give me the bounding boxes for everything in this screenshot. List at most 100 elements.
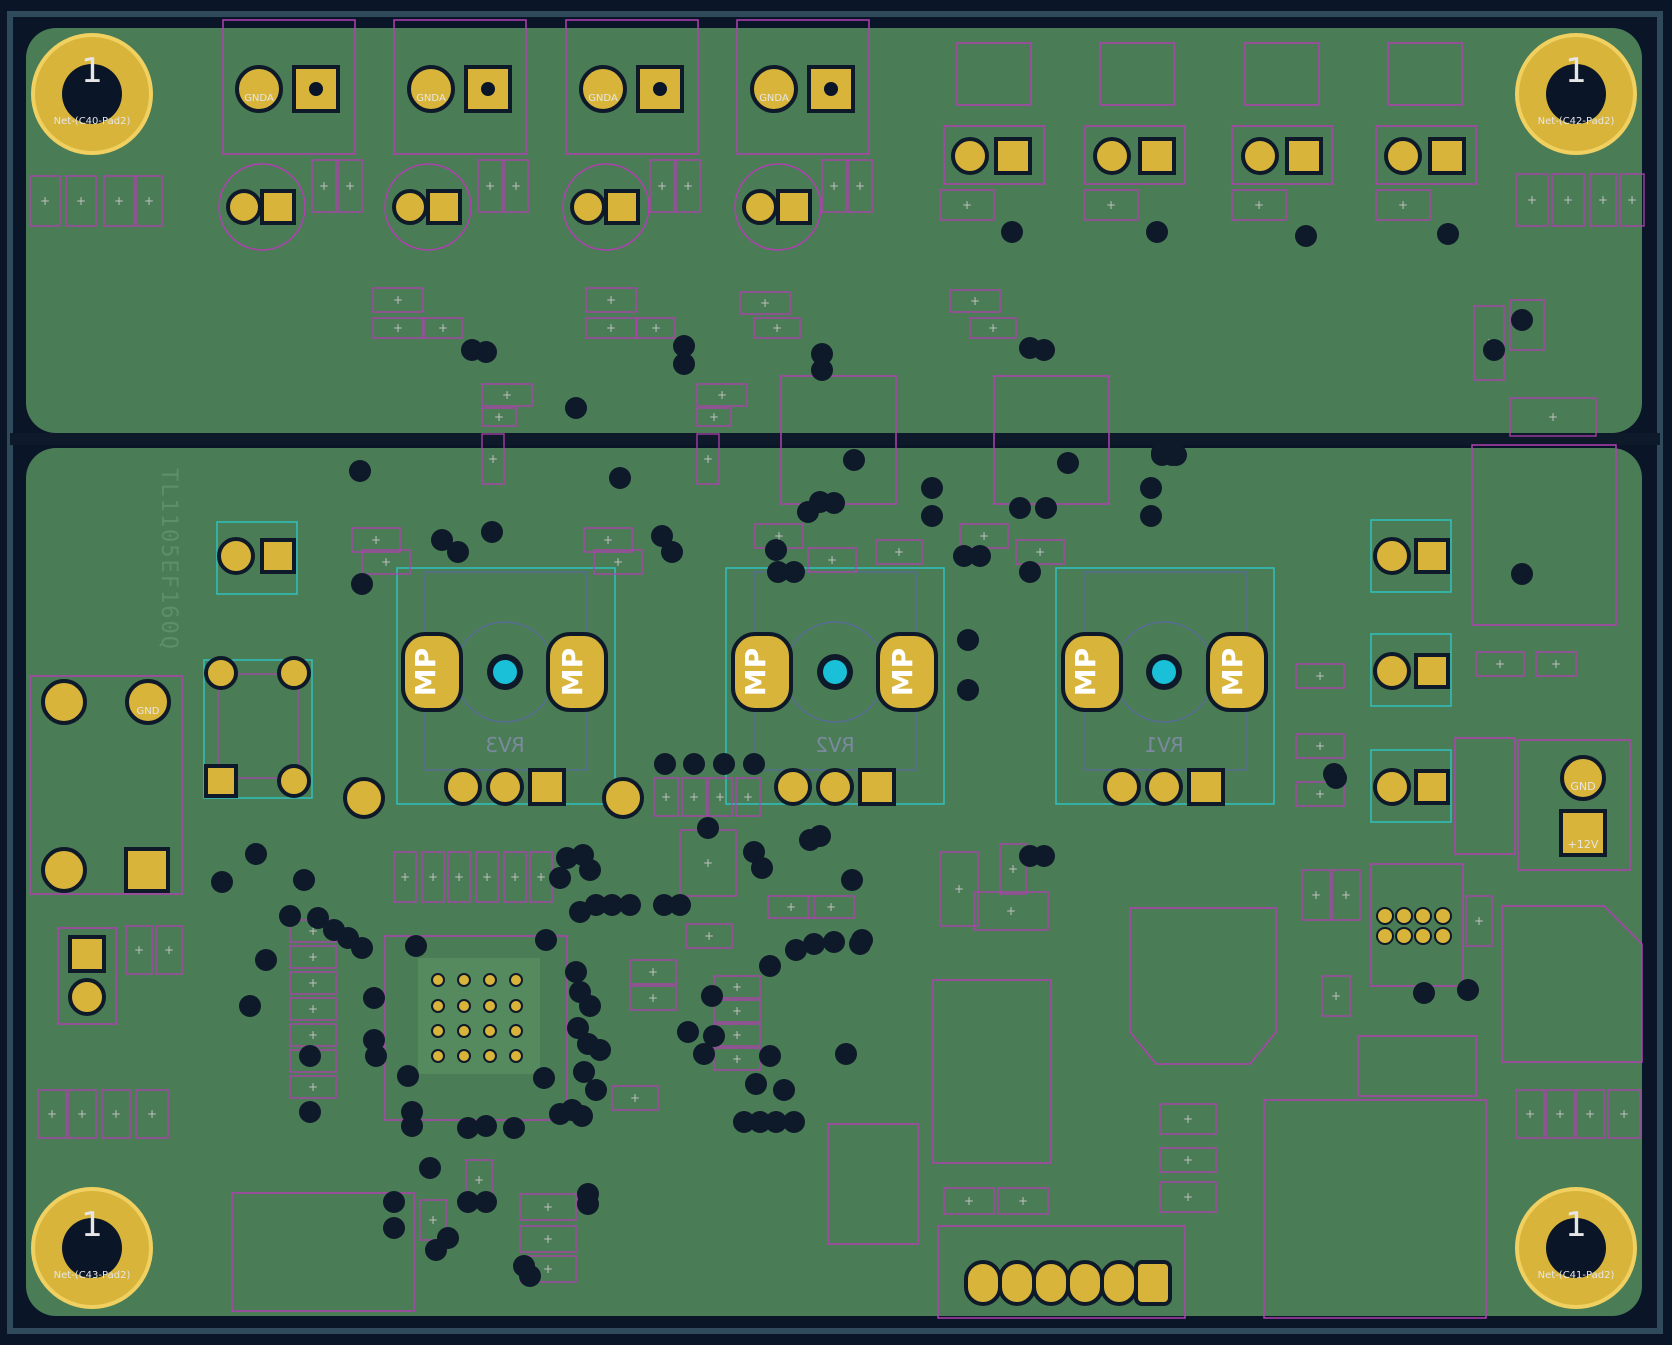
via [823, 931, 845, 953]
smd-center-mark: + [1106, 198, 1116, 212]
via [255, 949, 277, 971]
via [783, 1111, 805, 1133]
capacitor-radial-1[interactable] [218, 163, 306, 251]
smd-outline [696, 383, 748, 407]
connector-top-2[interactable]: GNDA [393, 19, 527, 155]
smd-center-mark: + [1525, 1107, 1535, 1121]
smd-outline [585, 287, 637, 313]
connector-right-2[interactable] [1370, 633, 1452, 707]
smd-outline [372, 287, 424, 313]
smd-center-mark: + [962, 198, 972, 212]
smd-outline [1159, 1181, 1217, 1213]
pin-header-bottom[interactable] [937, 1225, 1186, 1319]
ic-qfn[interactable] [384, 935, 568, 1121]
smd-center-mark: + [371, 533, 381, 547]
smd-outline [1015, 539, 1065, 565]
tactile-switch[interactable] [203, 656, 313, 799]
via [447, 541, 469, 563]
smd-center-mark: + [732, 1028, 742, 1042]
connector-top-3[interactable]: GNDA [565, 19, 699, 155]
footprint-large-1 [932, 979, 1052, 1164]
capacitor-radial-2[interactable] [384, 163, 472, 251]
smd-outline [289, 997, 337, 1021]
smd-center-mark: + [482, 870, 492, 884]
smd-outline [135, 175, 163, 227]
smd-center-mark: + [1627, 193, 1637, 207]
connector-right-3[interactable] [1370, 749, 1452, 823]
via [401, 1115, 423, 1137]
mounting-hole-c42[interactable]: 1 Net-(C42-Pad2) [1515, 33, 1637, 155]
smd-outline [1295, 781, 1345, 807]
connector-right-1[interactable] [1370, 519, 1452, 593]
via [431, 529, 453, 551]
connector-left-lower[interactable] [57, 927, 117, 1025]
mounting-hole-c41[interactable]: 1 Net-(C41-Pad2) [1515, 1187, 1637, 1309]
connector-top-1[interactable]: GNDA [222, 19, 356, 155]
test-point-pair[interactable] [343, 777, 644, 819]
connector-left-upper[interactable] [216, 521, 298, 595]
pad-label-gnda: GNDA [244, 93, 274, 104]
via [773, 1079, 795, 1101]
via [1146, 221, 1168, 243]
via [383, 1191, 405, 1213]
smd-outline [593, 549, 643, 575]
audio-jack-left[interactable]: GND [29, 675, 183, 895]
smd-center-mark: + [1018, 1194, 1028, 1208]
smd-center-mark: + [703, 856, 713, 870]
connector-small-3[interactable] [1231, 42, 1333, 185]
via [481, 521, 503, 543]
mounting-hole-c40[interactable]: 1 Net-(C40-Pad2) [31, 33, 153, 155]
smd-outline [37, 1089, 67, 1139]
smd-center-mark: + [428, 870, 438, 884]
connector-small-4[interactable] [1375, 42, 1477, 185]
capacitor-radial-3[interactable] [562, 163, 650, 251]
smd-outline [351, 527, 401, 553]
board-upper [26, 28, 1642, 433]
potentiometer-rv3[interactable]: MP MP RV3 [396, 567, 616, 806]
smd-outline [997, 1187, 1049, 1215]
potentiometer-rv1[interactable]: MP MP RV1 [1055, 567, 1275, 806]
connector-small-2[interactable] [1084, 42, 1186, 185]
smd-center-mark: + [393, 293, 403, 307]
via [811, 359, 833, 381]
mounting-hole-c43[interactable]: 1 Net-(C43-Pad2) [31, 1187, 153, 1309]
via [579, 859, 601, 881]
smd-center-mark: + [134, 943, 144, 957]
smd-center-mark: + [1555, 1107, 1565, 1121]
smd-center-mark: + [308, 1028, 318, 1042]
power-connector[interactable]: GND +12V [1517, 739, 1631, 871]
smd-center-mark: + [308, 976, 318, 990]
via [697, 817, 719, 839]
via [767, 561, 789, 583]
mounting-hole-number: 1 [81, 51, 103, 91]
smd-outline [423, 317, 463, 339]
smd-outline [421, 851, 445, 903]
via [549, 1103, 571, 1125]
via [1437, 223, 1459, 245]
connector-small-1[interactable] [943, 42, 1045, 185]
smd-outline [636, 317, 676, 339]
pad-label-gnd: GND [137, 706, 160, 717]
capacitor-radial-4[interactable] [734, 163, 822, 251]
smd-center-mark: + [704, 929, 714, 943]
via [1001, 221, 1023, 243]
fine-pitch-connector[interactable] [1370, 863, 1464, 987]
smd-outline [1321, 975, 1351, 1017]
mp-label-right: MP [886, 648, 919, 696]
via [609, 467, 631, 489]
via [743, 753, 765, 775]
smd-center-mark: + [772, 321, 782, 335]
connector-top-4[interactable]: GNDA [736, 19, 870, 155]
smd-outline [681, 777, 707, 817]
smd-center-mark: + [683, 179, 693, 193]
smd-center-mark: + [829, 179, 839, 193]
via [363, 1029, 385, 1051]
smd-outline [135, 1089, 169, 1139]
smd-outline [875, 539, 923, 565]
potentiometer-rv2[interactable]: MP MP RV2 [725, 567, 945, 806]
via [397, 1065, 419, 1087]
smd-center-mark: + [536, 870, 546, 884]
via [533, 1067, 555, 1089]
smd-outline [29, 175, 61, 227]
